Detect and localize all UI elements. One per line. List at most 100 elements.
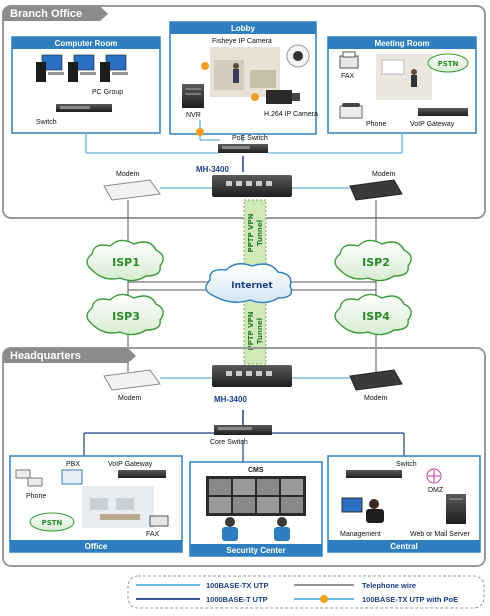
- office-voip-icon: [118, 470, 166, 478]
- computer-room-box: Computer Room PC Group Switch: [11, 36, 161, 134]
- legend-utp100: 100BASE-TX UTP: [206, 581, 269, 590]
- lobby-title: Lobby: [231, 24, 256, 33]
- dmz-label: DMZ: [428, 487, 444, 494]
- meeting-room-box: Meeting Room FAX PSTN Phone VoIP Gateway: [327, 36, 477, 134]
- core-switch-icon: [214, 425, 272, 435]
- central-switch-label: Switch: [396, 461, 417, 468]
- office-pstn-cloud: PSTN: [29, 512, 75, 532]
- hq-device-label: MH-3400: [214, 395, 247, 404]
- central-box: Central Switch DMZ Management Web or Mai…: [327, 455, 481, 553]
- branch-switch-label: Switch: [36, 119, 57, 126]
- poe-switch-icon: [218, 144, 268, 153]
- branch-office-title: Branch Office: [10, 8, 82, 20]
- office-scene-image: [82, 486, 154, 528]
- meeting-phone-label: Phone: [366, 121, 386, 128]
- legend-telephone: Telephone wire: [362, 581, 416, 590]
- vpn-bottom-line2: Tunnel: [256, 318, 264, 344]
- security-center-title: Security Center: [226, 546, 285, 555]
- meeting-pstn-label: PSTN: [438, 60, 459, 68]
- isp2-label: ISP2: [362, 256, 390, 269]
- meeting-pstn-cloud: PSTN: [427, 53, 469, 73]
- hq-links: [83, 377, 405, 462]
- hq-modem-left-label: Modem: [118, 395, 142, 402]
- office-pstn-label: PSTN: [42, 519, 63, 527]
- hq-modem-left-icon: [103, 369, 161, 391]
- operators-icon: [222, 517, 290, 541]
- poe-switch-label: PoE Switch: [232, 135, 268, 142]
- vpn-bottom-line1: PPTP VPN: [247, 311, 255, 350]
- voip-gateway-icon: [418, 108, 468, 116]
- headquarters-title: Headquarters: [10, 350, 81, 362]
- internet-label: Internet: [231, 281, 273, 291]
- office-phone-label: Phone: [26, 493, 46, 500]
- meeting-voip-label: VoIP Gateway: [410, 121, 455, 128]
- phone-icon: [339, 103, 363, 119]
- isp3-label: ISP3: [112, 310, 140, 323]
- video-wall-icon: [206, 476, 306, 516]
- office-box: Office PBX VoIP Gateway Phone PSTN FAX: [9, 455, 183, 553]
- central-title: Central: [390, 542, 418, 551]
- isp3-cloud: ISP3: [86, 293, 164, 336]
- pbx-label: PBX: [66, 461, 80, 468]
- central-switch-icon: [346, 470, 402, 478]
- nvr-label: NVR: [186, 112, 201, 119]
- computer-room-title: Computer Room: [55, 39, 118, 48]
- office-voip-label: VoIP Gateway: [108, 461, 153, 468]
- headquarters-zone: Headquarters: [2, 347, 486, 567]
- hq-modem-right-label: Modem: [364, 395, 388, 402]
- office-fax-label: FAX: [146, 531, 160, 538]
- hq-mh3400-icon: [212, 365, 292, 387]
- office-fax-icon: [149, 515, 169, 527]
- vpn-top-line2: Tunnel: [256, 220, 264, 246]
- meeting-scene-image: [376, 54, 432, 100]
- branch-modem-left-icon: [103, 179, 161, 201]
- fax-icon: [339, 51, 359, 69]
- h264-camera-label: H.264 IP Camera: [264, 111, 318, 118]
- branch-modem-right-icon: [349, 179, 403, 201]
- isp4-label: ISP4: [362, 310, 390, 323]
- pc-group-icon: [36, 54, 128, 82]
- server-label: Web or Mail Server: [410, 531, 470, 538]
- meeting-room-title: Meeting Room: [374, 39, 429, 48]
- poe-indicator-icon: [201, 62, 209, 70]
- fisheye-camera-label: Fisheye IP Camera: [212, 38, 272, 45]
- branch-modem-right-label: Modem: [372, 171, 396, 178]
- hq-modem-right-icon: [349, 369, 403, 391]
- legend-poe-dot-icon: [320, 595, 328, 603]
- isp2-cloud: ISP2: [334, 239, 412, 282]
- fisheye-camera-icon: [286, 44, 310, 68]
- pc-group-label: PC Group: [92, 89, 123, 96]
- isp1-label: ISP1: [112, 256, 140, 269]
- vpn-top-line1: PPTP VPN: [247, 213, 255, 252]
- management-label: Management: [340, 531, 381, 538]
- isp4-cloud: ISP4: [334, 293, 412, 336]
- branch-links: [85, 120, 403, 189]
- dmz-icon: [426, 468, 442, 484]
- security-center-box: Security Center CMS: [189, 461, 323, 557]
- legend-utp1000: 1000BASE-T UTP: [206, 595, 268, 604]
- legend-box: 100BASE-TX UTP Telephone wire 1000BASE-T…: [127, 575, 485, 609]
- vpn-tunnel-top: PPTP VPN Tunnel: [243, 199, 267, 267]
- office-title: Office: [85, 542, 108, 551]
- branch-mh3400-icon: [212, 175, 292, 197]
- vpn-tunnel-bottom: PPTP VPN Tunnel: [243, 297, 267, 365]
- poe-indicator-icon: [196, 128, 204, 136]
- branch-device-label: MH-3400: [196, 165, 229, 174]
- poe-indicator-icon: [251, 93, 259, 101]
- cms-label: CMS: [248, 467, 264, 474]
- core-switch-label: Core Switch: [210, 439, 248, 446]
- branch-modem-left-label: Modem: [116, 171, 140, 178]
- nvr-icon: [182, 84, 204, 108]
- lobby-box: Lobby Fisheye IP Camera NVR H.264 IP Cam…: [169, 21, 318, 135]
- server-icon: [446, 494, 466, 524]
- pbx-icon: [61, 469, 83, 485]
- office-phones-icon: [15, 469, 43, 487]
- meeting-fax-label: FAX: [341, 73, 355, 80]
- management-workstation-icon: [341, 497, 384, 523]
- lobby-scene-image: [210, 47, 280, 97]
- legend-utp-poe: 100BASE-TX UTP with PoE: [362, 595, 458, 604]
- isp1-cloud: ISP1: [86, 239, 164, 282]
- internet-cloud: Internet: [205, 263, 293, 304]
